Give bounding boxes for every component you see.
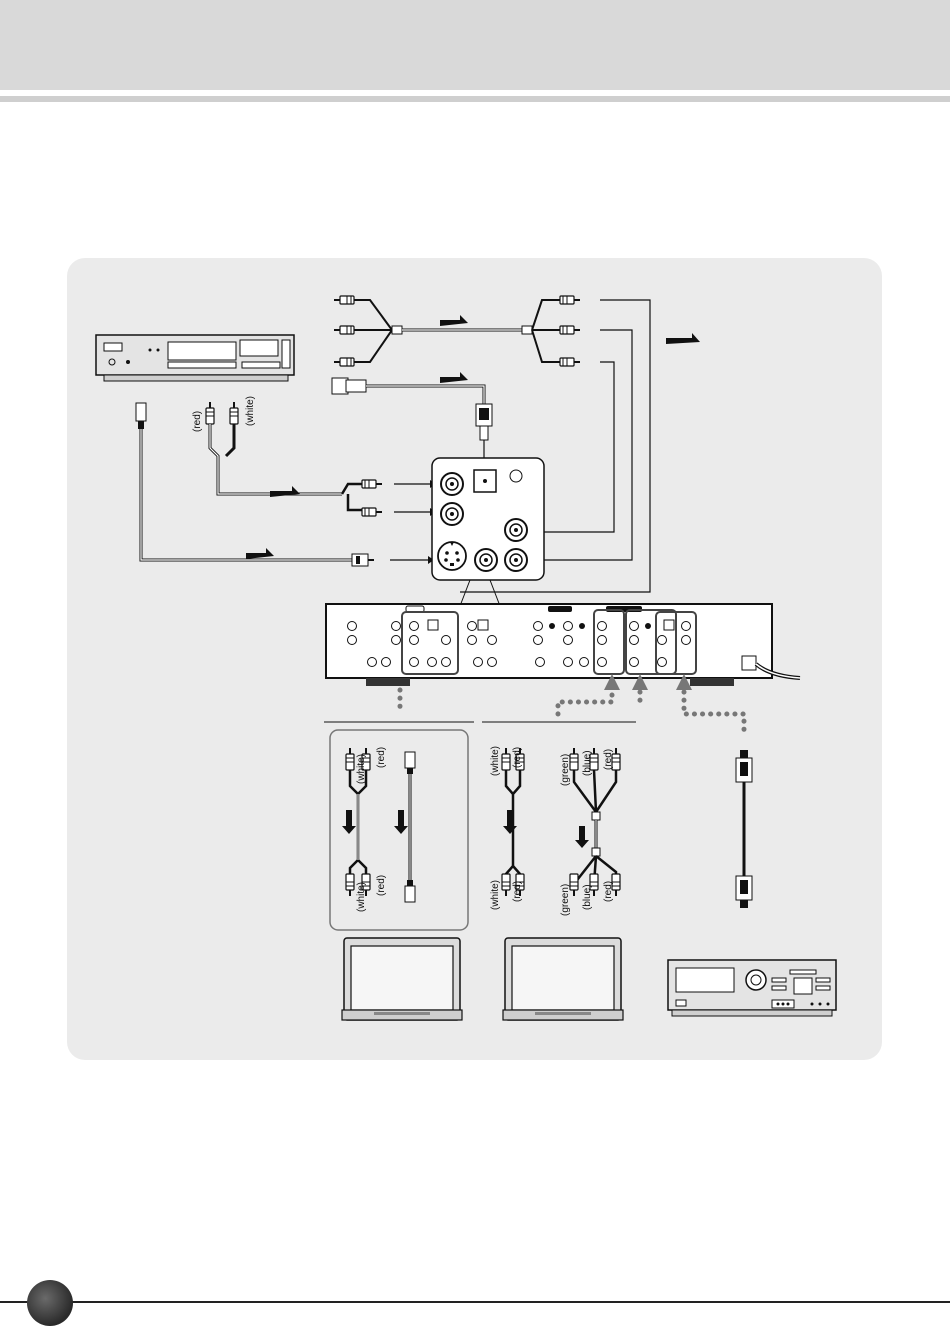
label-white-tv2-top: (white) [490, 746, 501, 776]
av-receiver [668, 960, 836, 1016]
label-white-tv2-bottom: (white) [490, 880, 501, 910]
label-green-top: (green) [560, 754, 571, 786]
label-red-comp-bottom: (red) [603, 881, 614, 902]
television-2 [503, 938, 623, 1020]
label-white-tv1-bottom: (white) [356, 882, 367, 912]
jack-panel-closeup [432, 458, 544, 606]
label-white-player: (white) [245, 396, 256, 426]
audio-cable-player: (red) (white) [192, 396, 436, 516]
label-red-player: (red) [192, 411, 203, 432]
optical-cable-receiver [736, 750, 752, 908]
footer-rule [0, 1301, 950, 1303]
main-unit-rear-panel [326, 604, 800, 690]
television-1 [342, 938, 462, 1020]
component-cable-tv2: (green) (blue) (red) (green) (blue) (red… [560, 748, 620, 916]
label-red-comp-top: (red) [603, 749, 614, 770]
page-number-disc [27, 1280, 73, 1326]
label-red-tv1-bottom: (red) [376, 875, 387, 896]
label-blue-top: (blue) [582, 750, 593, 776]
label-white-tv1-top: (white) [356, 754, 367, 784]
label-blue-bottom: (blue) [582, 884, 593, 910]
svideo-cable-player [136, 403, 434, 566]
audio-cable-tv1: (white) (red) (white) (red) [342, 747, 387, 912]
label-red-tv2-bottom: (red) [512, 881, 523, 902]
label-red-tv2-top: (red) [512, 747, 523, 768]
source-player-device [96, 335, 294, 381]
label-green-bottom: (green) [560, 884, 571, 916]
label-red-tv1-top: (red) [376, 747, 387, 768]
dotted-leaders [400, 690, 744, 736]
audio-cable-tv2: (white) (red) (white) (red) [490, 746, 524, 910]
svideo-cable-tv1 [394, 752, 415, 902]
